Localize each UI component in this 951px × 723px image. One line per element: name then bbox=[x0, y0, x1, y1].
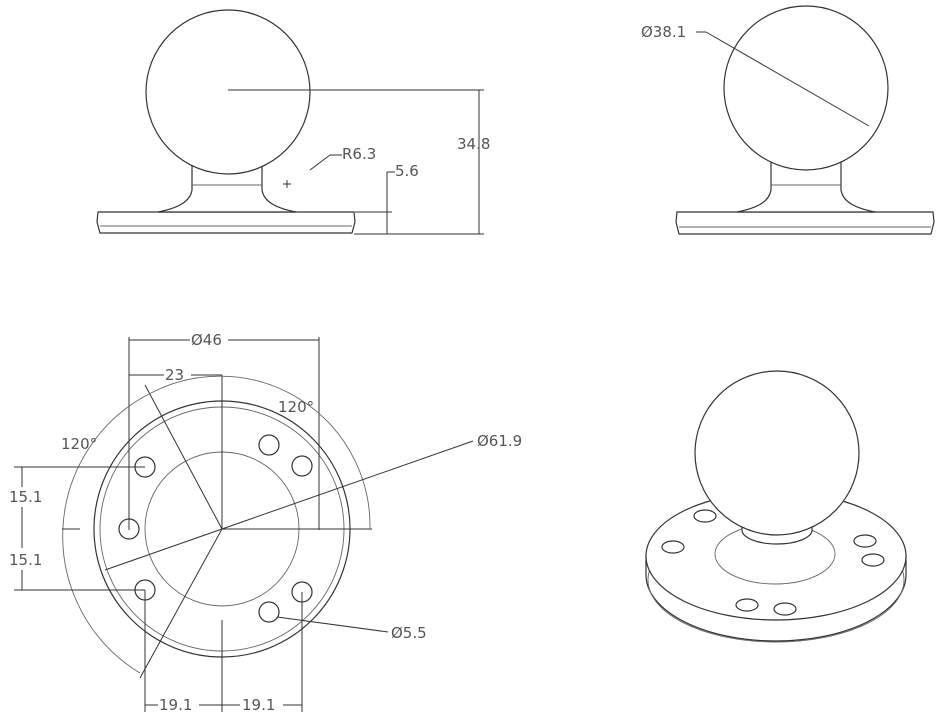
side-ball bbox=[723, 5, 889, 171]
front-base-plate bbox=[96, 211, 356, 234]
angle-radial-upper bbox=[144, 384, 223, 530]
iso-bolt-holes bbox=[661, 509, 885, 616]
ball-diameter-leader bbox=[705, 31, 870, 127]
angle-arc-left bbox=[62, 392, 152, 674]
isometric-view bbox=[645, 370, 907, 643]
bolt-hole bbox=[258, 434, 280, 456]
ball-diameter-label: Ø38.1 bbox=[641, 23, 686, 41]
side-base-plate bbox=[675, 211, 935, 235]
bolt-hole bbox=[291, 455, 313, 477]
iso-ball bbox=[694, 370, 860, 536]
spacing-left-label: 19.1 bbox=[159, 696, 192, 714]
spacing-right-label: 19.1 bbox=[242, 696, 275, 714]
bolt-circle-diameter-label: Ø46 bbox=[191, 331, 222, 349]
sphere-height-label: 34.8 bbox=[457, 135, 490, 153]
angle-top-label: 120° bbox=[278, 398, 314, 416]
iso-bolt-hole bbox=[735, 598, 759, 612]
top-view: Ø46 23 120° 120° Ø61.9 15.1 15.1 Ø5.5 bbox=[9, 331, 522, 714]
fillet-leader bbox=[309, 154, 331, 171]
angle-arc-top bbox=[150, 375, 371, 530]
base-diameter-leader bbox=[104, 440, 474, 571]
fillet-radius-label: R6.3 bbox=[342, 145, 376, 163]
bolt-hole bbox=[258, 601, 280, 623]
base-thickness-label: 5.6 bbox=[395, 162, 419, 180]
iso-bolt-hole bbox=[853, 534, 877, 548]
iso-bolt-hole bbox=[861, 553, 885, 567]
hole-diameter-leader bbox=[276, 616, 389, 633]
front-ball bbox=[145, 9, 311, 175]
offset-lower-label: 15.1 bbox=[9, 551, 42, 569]
base-diameter-label: Ø61.9 bbox=[477, 432, 522, 450]
iso-bolt-hole bbox=[661, 540, 685, 554]
iso-bolt-hole bbox=[693, 509, 717, 523]
bolt-circle-radius-label: 23 bbox=[165, 366, 184, 384]
angle-left-label: 120° bbox=[61, 435, 97, 453]
offset-upper-label: 15.1 bbox=[9, 488, 42, 506]
iso-bolt-hole bbox=[773, 602, 797, 616]
front-view: 34.8 R6.3 5.6 bbox=[96, 9, 490, 235]
hole-diameter-label: Ø5.5 bbox=[391, 624, 427, 642]
angle-radial-lower bbox=[139, 528, 223, 679]
side-view: Ø38.1 bbox=[641, 5, 935, 235]
